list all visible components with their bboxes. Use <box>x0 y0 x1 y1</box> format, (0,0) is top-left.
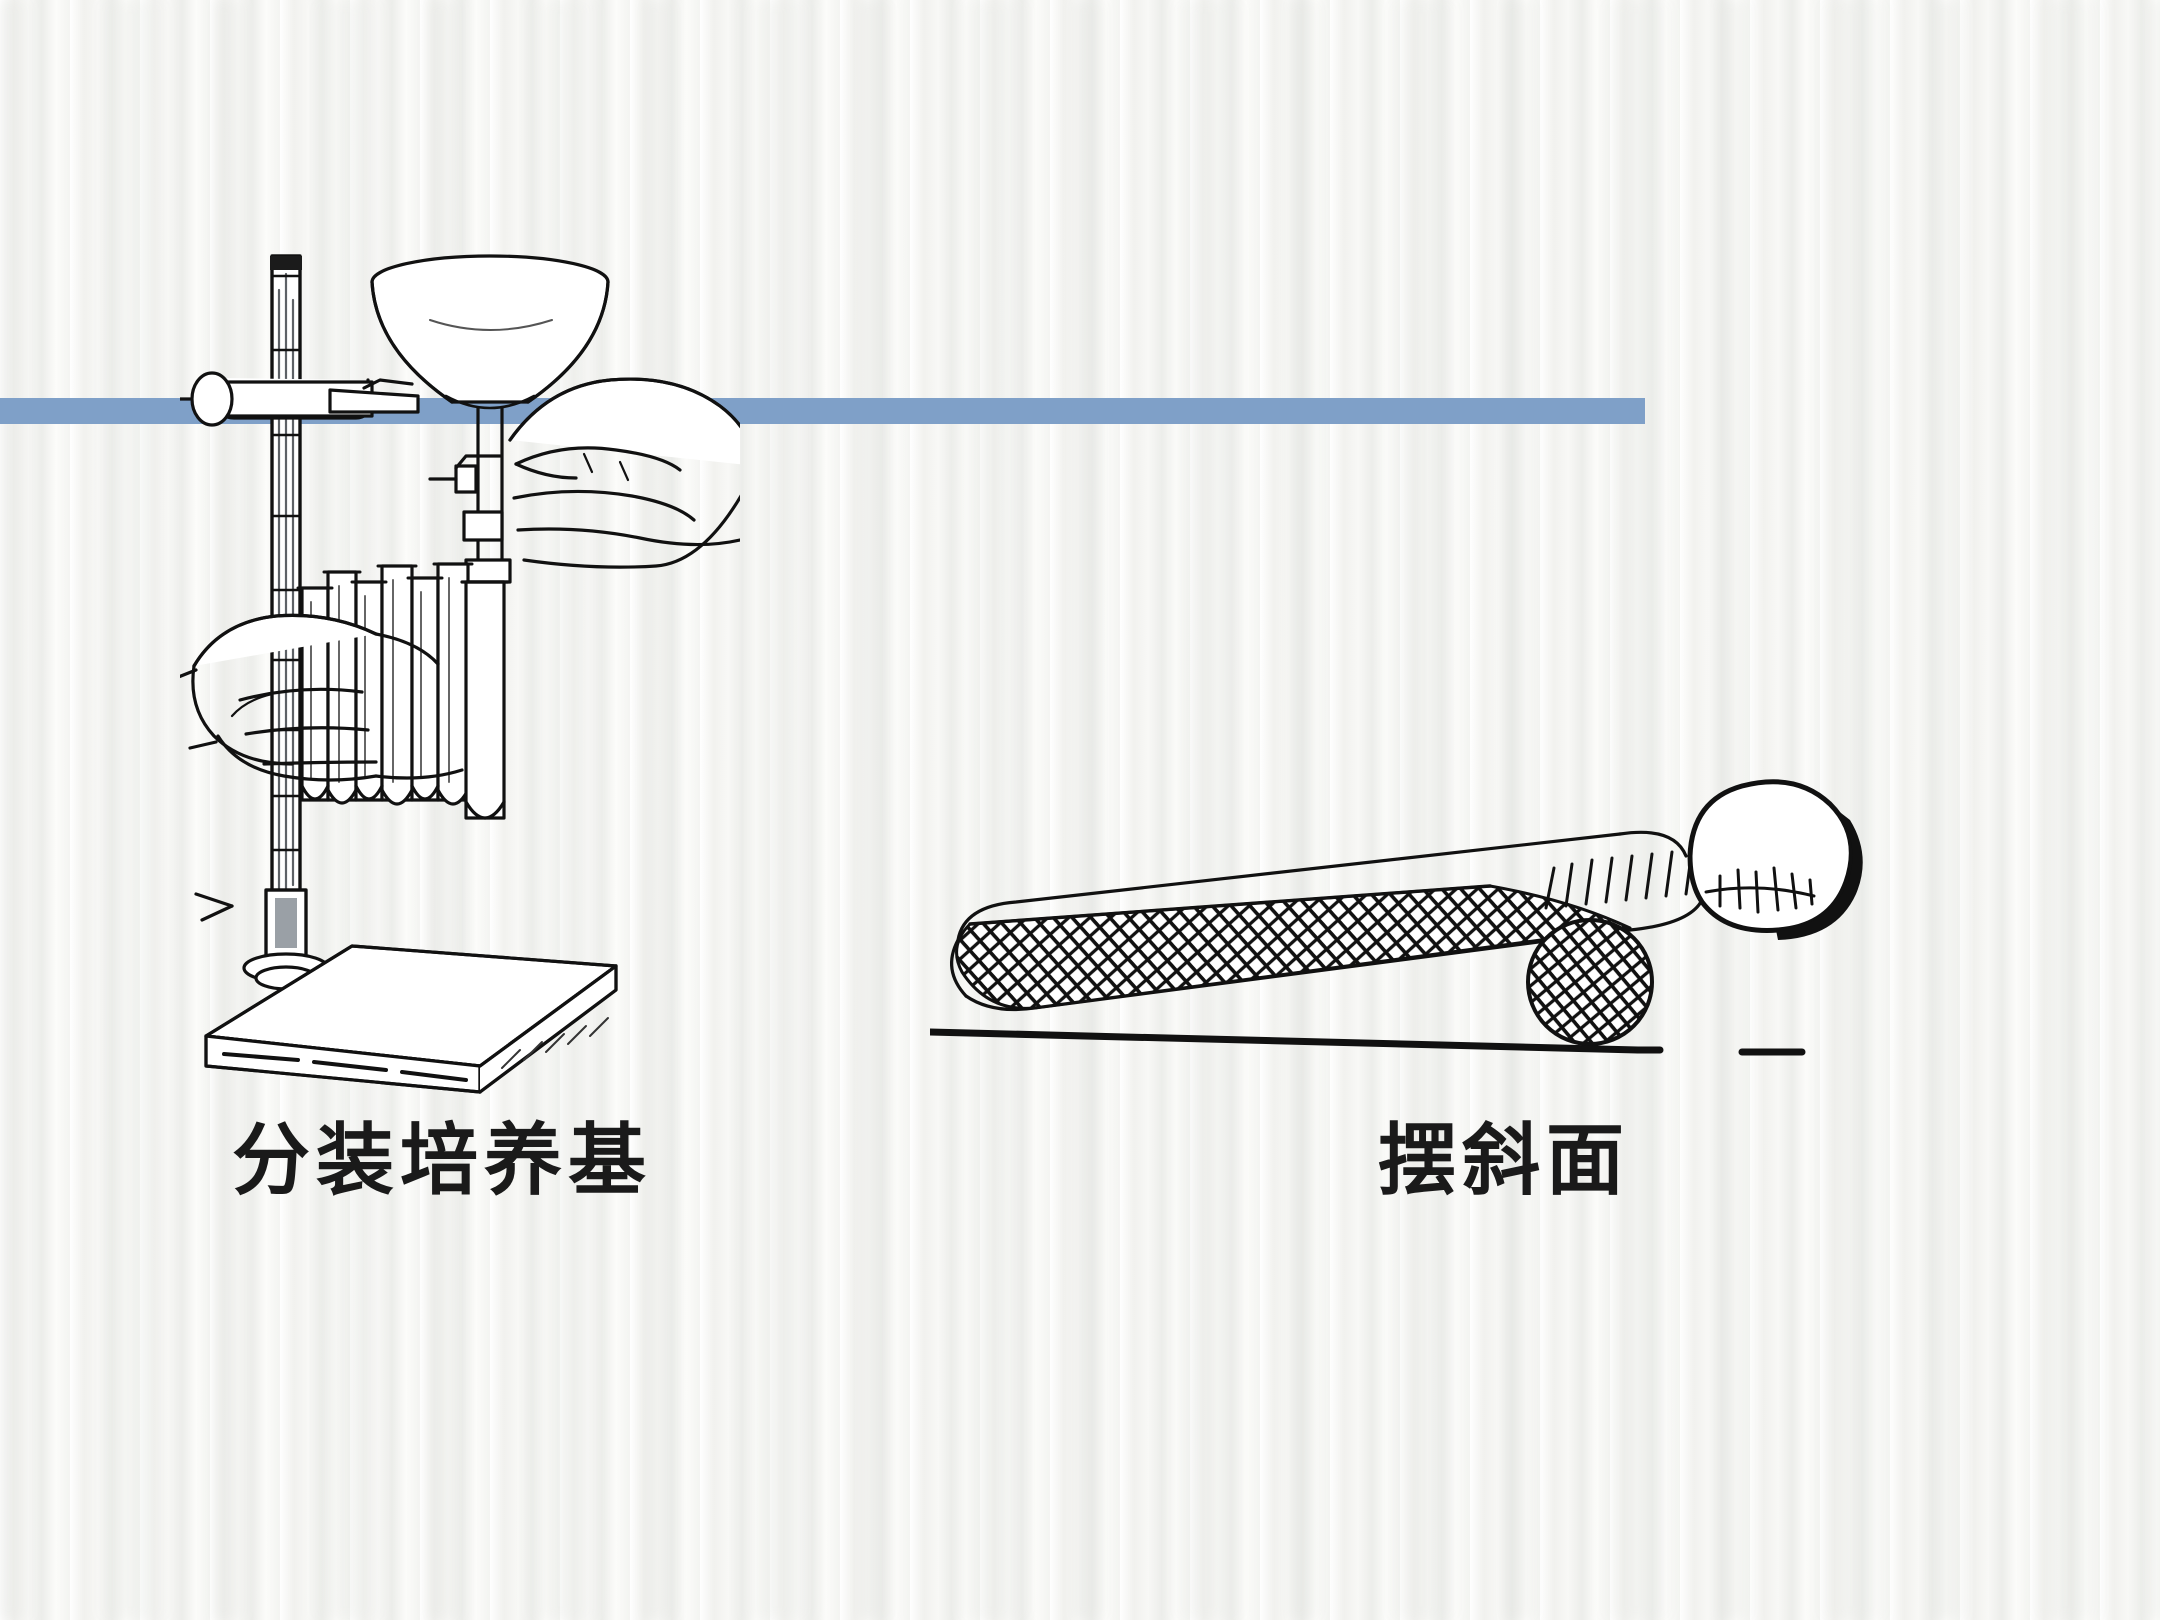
stand-rod <box>270 254 302 898</box>
filling-tube <box>460 580 510 820</box>
figure-dispensing-medium <box>180 230 740 1100</box>
caption-slant-setting: 摆斜面 <box>1378 1116 1631 1206</box>
cotton-plug <box>1544 779 1863 940</box>
left-hand <box>180 613 464 782</box>
test-tube-bundle <box>296 562 474 806</box>
figure-slant-setting <box>930 760 2070 1090</box>
agar-slant <box>955 884 1632 1010</box>
stand-clamp <box>180 371 420 427</box>
right-hand <box>508 377 740 569</box>
funnel <box>370 254 610 410</box>
support-rod <box>1526 918 1654 1046</box>
tube-mouth <box>1618 830 1704 932</box>
caption-dispensing-medium: 分装培养基 <box>232 1116 653 1206</box>
bench-line <box>930 1028 1664 1054</box>
stand-base <box>204 944 618 1094</box>
